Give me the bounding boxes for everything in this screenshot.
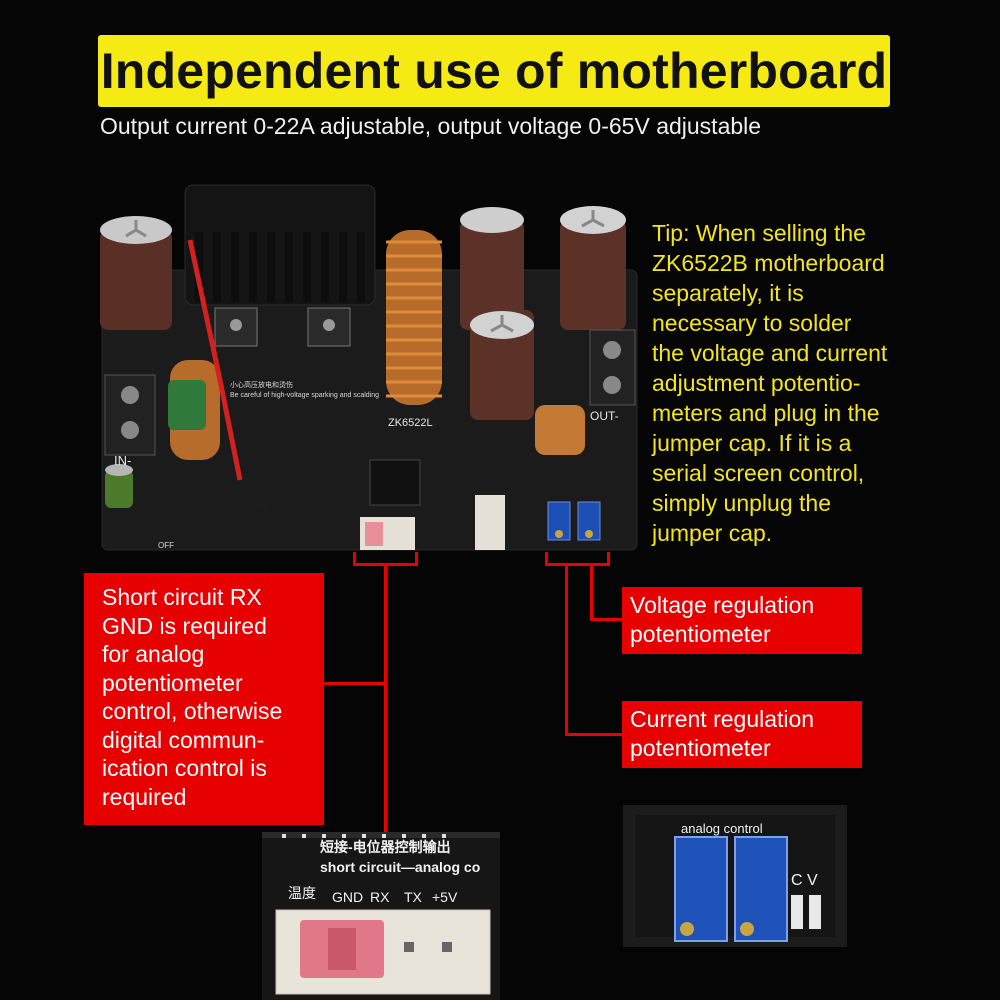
page-title: Independent use of motherboard <box>100 43 888 99</box>
switch-label: OFF <box>158 541 174 550</box>
model-label: ZK6522L <box>388 417 433 429</box>
current-potentiometer <box>547 501 571 541</box>
jumper-cap <box>365 522 383 546</box>
callout-line: for analog <box>102 641 205 667</box>
small-capacitor <box>105 470 133 508</box>
mcu-chip <box>369 459 421 506</box>
cap-label: 680 <box>256 503 268 510</box>
tip-line: jumper cap. <box>652 520 773 546</box>
pin-label-5v: +5V <box>432 889 458 905</box>
callout-line: required <box>102 783 187 810</box>
out-label: OUT- <box>590 409 619 423</box>
warning-en-label: Be careful of high-voltage sparking and … <box>230 392 379 399</box>
inset-letter-v: V <box>807 872 818 889</box>
voltage-connector-line-v <box>590 565 593 621</box>
voltage-connector-line-h <box>590 618 623 621</box>
callout-line: potentiometer <box>102 669 243 696</box>
inductor-coil <box>386 230 442 405</box>
short-circuit-callout: Short circuit RX GND is required for ana… <box>84 573 324 825</box>
in-label: IN- <box>114 453 131 468</box>
red-wire <box>187 239 243 481</box>
voltage-potentiometer <box>577 501 601 541</box>
pin-label-gnd: GND <box>332 889 363 905</box>
heatsink <box>184 184 376 306</box>
inset-en-label: short circuit—analog co <box>320 859 480 875</box>
tip-line: serial screen control, <box>652 460 865 486</box>
callout-line: control, otherwise <box>102 698 283 724</box>
inset-cn-label: 短接-电位器控制输出 <box>320 839 451 855</box>
capacitor <box>470 310 534 420</box>
callout-line: Short circuit RX <box>102 584 262 610</box>
callout-line: ication control is <box>102 755 267 781</box>
jumper-connector-line <box>384 565 387 837</box>
temp-label: 温度 <box>288 885 316 901</box>
capacitor <box>100 216 172 330</box>
callout-line: Voltage regulation <box>630 592 815 618</box>
small-inductor <box>168 360 220 460</box>
current-connector-line-h <box>565 733 623 736</box>
warning-cn-label: 小心高压放电和烫伤 <box>230 380 293 389</box>
pin-label-rx: RX <box>370 889 390 905</box>
title-banner: Independent use of motherboard <box>98 35 890 107</box>
jumper-highlight-bracket <box>353 552 418 566</box>
tip-line: separately, it is <box>652 280 804 306</box>
tip-text: Tip: When selling the ZK6522B motherboar… <box>652 218 942 548</box>
pot-highlight-bracket <box>545 552 610 566</box>
tip-line: necessary to solder <box>652 310 852 336</box>
current-connector-line-v <box>565 565 568 736</box>
voltage-callout: Voltage regulation potentiometer <box>622 587 862 654</box>
output-coil <box>535 405 585 455</box>
tip-line: simply unplug the <box>652 490 831 516</box>
tip-line: adjustment potentio- <box>652 370 861 396</box>
inset-analog-label: analog control <box>681 821 763 836</box>
tip-line: the voltage and current <box>652 340 888 366</box>
callout-line: potentiometer <box>630 735 771 761</box>
tip-line: Tip: When selling the <box>652 220 866 246</box>
motherboard-illustration: IN- OUT- ZK6522L 小心高压放电和烫伤 Be careful of… <box>100 184 638 551</box>
capacitor <box>460 207 524 330</box>
tip-line: jumper cap. If it is a <box>652 430 852 456</box>
page-subtitle: Output current 0-22A adjustable, output … <box>100 113 762 139</box>
pin-label-tx: TX <box>404 889 423 905</box>
current-callout: Current regulation potentiometer <box>622 701 862 768</box>
inset-letter-c: C <box>791 872 803 889</box>
callout-line: GND is required <box>102 612 267 639</box>
tip-line: ZK6522B motherboard <box>652 250 885 276</box>
callout-line: Current regulation <box>630 706 815 732</box>
left-note-connector-line <box>323 682 386 685</box>
callout-line: digital commun- <box>102 726 265 753</box>
callout-line: potentiometer <box>630 621 771 647</box>
tip-line: meters and plug in the <box>652 400 880 426</box>
jumper-closeup-inset: 短接-电位器控制输出 short circuit—analog co 温度 GN… <box>262 832 500 1000</box>
serial-connector <box>475 495 505 550</box>
capacitor <box>560 206 626 330</box>
potentiometer-closeup-inset: analog control C V <box>623 805 847 947</box>
